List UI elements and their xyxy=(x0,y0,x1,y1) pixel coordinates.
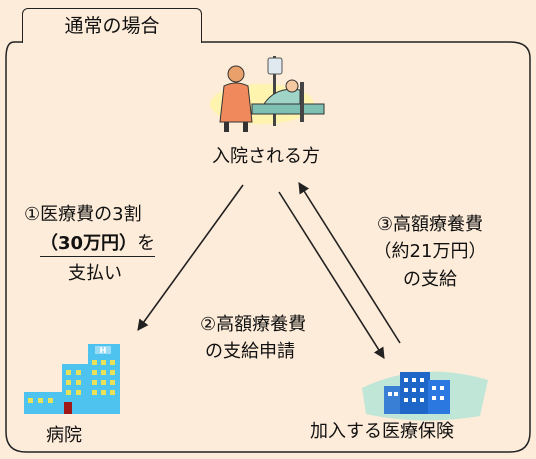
node-hospital-label: 病院 xyxy=(46,425,82,446)
step1-line2: （30万円）を xyxy=(40,232,156,257)
hospital-building-icon: H xyxy=(24,344,120,414)
arrow-patient-to-insurer xyxy=(278,191,385,359)
arrow-insurer-to-patient xyxy=(298,182,401,344)
office-building-icon xyxy=(362,371,488,421)
step2-line2: の支給申請 xyxy=(205,341,295,362)
step1-line3: 支払い xyxy=(68,263,122,284)
step2-line1: ②高額療養費 xyxy=(200,314,307,335)
step1-line1: ①医療費の3割 xyxy=(24,204,142,225)
step3-line1: ③高額療養費 xyxy=(376,214,484,235)
step1-amount: （30万円） xyxy=(40,233,138,254)
step3-line3: の支給 xyxy=(403,269,457,290)
hospital-bed-nurse-icon xyxy=(196,56,328,134)
outer-frame xyxy=(5,41,531,453)
step3-line2: （約21万円） xyxy=(373,241,487,262)
arrow-patient-to-hospital xyxy=(137,184,244,331)
node-patient-label: 入院される方 xyxy=(212,146,320,167)
diagram-title: 通常の場合 xyxy=(22,8,202,43)
node-insurer-label: 加入する医療保険 xyxy=(310,421,454,442)
step1-suffix: を xyxy=(137,233,156,254)
svg-text:H: H xyxy=(100,346,107,355)
